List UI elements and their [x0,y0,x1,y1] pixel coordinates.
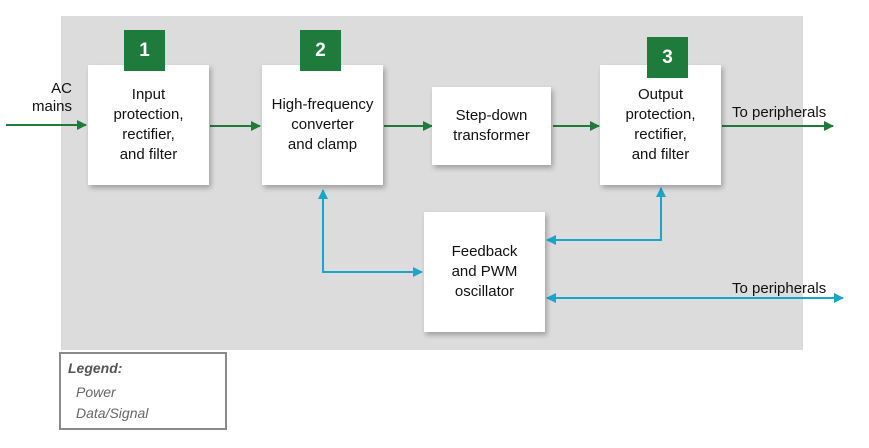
step-badge-3: 3 [647,37,688,78]
signal-output-label: To peripherals [732,280,827,297]
converter-block: High-frequency converter and clamp [262,65,383,185]
transformer-label: Step-down transformer [453,107,530,144]
signal-line-output-feedback [546,187,666,245]
step-badge-2: 2 [300,30,341,71]
legend-signal-label: Data/Signal [76,405,149,421]
legend-power-label: Power [76,384,116,400]
power-output-label: To peripherals [732,104,827,121]
transformer-block: Step-down transformer [432,87,551,165]
legend-title: Legend: [68,360,123,376]
input-protection-label: Input protection, rectifier, and filter [113,86,184,163]
feedback-pwm-block: Feedback and PWM oscillator [424,212,545,332]
converter-label: High-frequency converter and clamp [271,96,374,153]
output-protection-block: Output protection, rectifier, and filter [600,65,721,185]
feedback-pwm-label: Feedback and PWM oscillator [451,243,518,300]
ac-mains-label: AC mains [31,80,72,115]
step-badge-1: 1 [124,30,165,71]
output-protection-label: Output protection, rectifier, and filter [625,86,696,163]
legend-box: Legend: [59,352,227,430]
signal-line-converter-feedback [318,189,423,277]
input-protection-block: Input protection, rectifier, and filter [88,65,209,185]
